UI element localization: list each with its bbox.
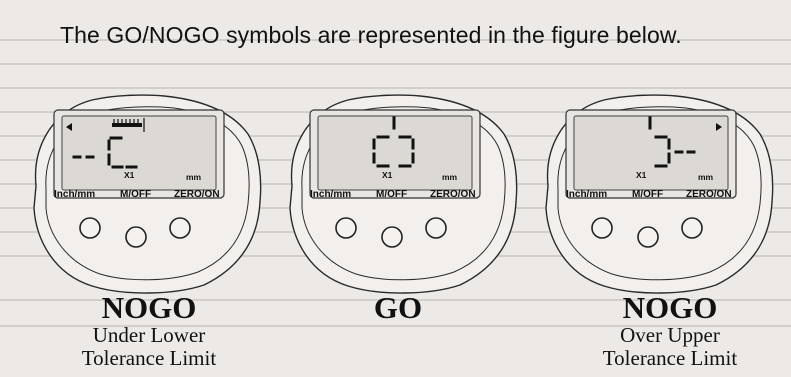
right-arrow-indicator-icon <box>716 123 722 131</box>
unit-label: mm <box>186 172 202 182</box>
left-arrow-indicator-icon <box>66 123 72 131</box>
figure-heading: The GO/NOGO symbols are represented in t… <box>60 22 682 48</box>
nogo-under-lcd-symbol <box>72 136 138 169</box>
button-zero-on <box>425 217 447 239</box>
zero-on-label: ZERO/ON <box>174 189 220 200</box>
button-zero-on <box>169 217 191 239</box>
gauge-body-drawing <box>289 94 518 294</box>
zero-on-label: ZERO/ON <box>686 189 732 200</box>
lcd-screen <box>573 115 729 191</box>
zero-on-label: ZERO/ON <box>430 189 476 200</box>
caption-state: NOGO <box>622 290 718 325</box>
gauge-go: X1 mm Inch/mm M/OFF ZERO/ON <box>270 90 526 295</box>
caption-line-1: Over Upper <box>620 323 720 347</box>
caption-nogo-over: NOGO Over Upper Tolerance Limit <box>560 292 780 370</box>
button-m-off <box>125 226 147 248</box>
multiplier-label: X1 <box>124 170 135 180</box>
gauge-body-drawing <box>545 94 774 294</box>
m-off-label: M/OFF <box>376 189 408 200</box>
caption-nogo-under: NOGO Under Lower Tolerance Limit <box>20 292 278 370</box>
multiplier-label: X1 <box>636 170 647 180</box>
analog-bar-scale-icon <box>112 118 145 132</box>
inch-mm-label: Inch/mm <box>54 189 96 200</box>
m-off-label: M/OFF <box>120 189 152 200</box>
caption-state: GO <box>373 290 423 325</box>
caption-go: GO <box>280 292 516 324</box>
caption-state: NOGO <box>101 290 197 325</box>
m-off-label: M/OFF <box>632 189 664 200</box>
lcd-screen <box>61 115 217 191</box>
go-lcd-symbol <box>372 116 415 168</box>
caption-line-2: Tolerance Limit <box>81 346 217 370</box>
inch-mm-label: Inch/mm <box>566 189 608 200</box>
unit-label: mm <box>698 172 714 182</box>
button-inch-mm <box>335 217 357 239</box>
nogo-over-lcd-symbol <box>648 116 696 168</box>
gauge-nogo-over: X1 mm Inch/mm M/OFF ZERO/ON <box>526 90 782 295</box>
unit-label: mm <box>442 172 458 182</box>
caption-line-2: Tolerance Limit <box>602 346 738 370</box>
button-zero-on <box>681 217 703 239</box>
button-inch-mm <box>591 217 613 239</box>
lcd-screen <box>317 115 473 191</box>
gauge-nogo-under: X1 mm Inch/mm M/OFF ZERO/ON <box>14 90 270 295</box>
inch-mm-label: Inch/mm <box>310 189 352 200</box>
button-inch-mm <box>79 217 101 239</box>
button-m-off <box>381 226 403 248</box>
button-m-off <box>637 226 659 248</box>
caption-line-1: Under Lower <box>92 323 206 347</box>
multiplier-label: X1 <box>382 170 393 180</box>
gauge-body-drawing <box>33 94 262 294</box>
